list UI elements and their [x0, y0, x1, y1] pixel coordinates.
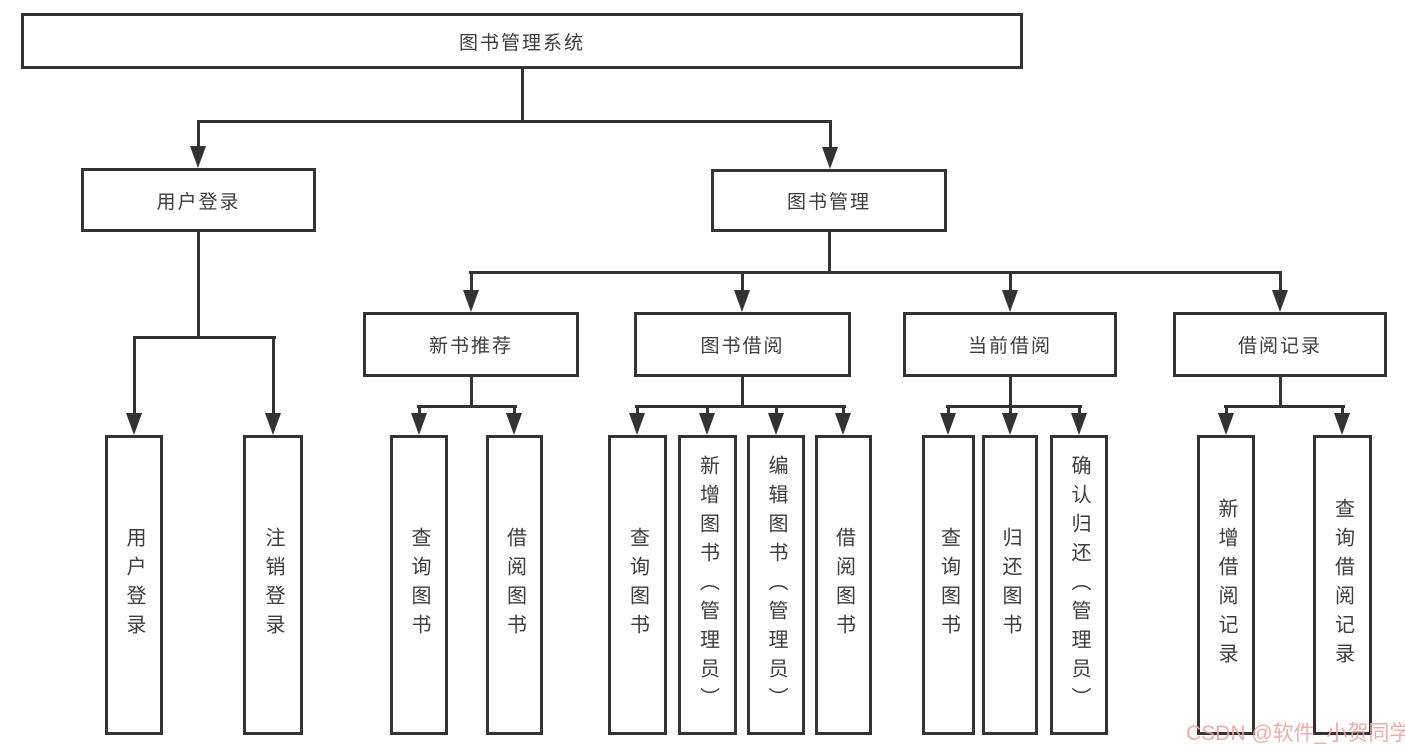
arrow-down-icon [940, 413, 956, 435]
arrow-down-icon [1218, 413, 1234, 435]
node-leaf-newbook-query: 查询图书 [390, 435, 448, 735]
node-leaf-current-return-label: 归还图书 [999, 527, 1021, 643]
watermark: CSDN @软件_小贺同学 [1186, 722, 1405, 745]
connector-line [842, 405, 845, 415]
connector-line [636, 405, 639, 415]
connector-line [946, 405, 1082, 408]
node-leaf-newbook-borrow: 借阅图书 [486, 435, 543, 735]
connector-line [1009, 405, 1012, 415]
connector-line [417, 405, 517, 408]
node-leaf-user-login-label: 用户登录 [123, 527, 145, 643]
node-leaf-logout-label: 注销登录 [262, 527, 284, 643]
node-leaf-borrow-query: 查询图书 [608, 435, 667, 735]
node-book-mgmt: 图书管理 [711, 169, 947, 232]
node-leaf-borrow-edit-label: 编辑图书（管理员） [765, 454, 787, 716]
node-leaf-newbook-query-label: 查询图书 [408, 527, 430, 643]
connector-line [513, 405, 516, 415]
connector-line [635, 405, 846, 408]
node-section-book-borrow-label: 图书借阅 [700, 336, 785, 357]
node-section-current-borrow-label: 当前借阅 [967, 336, 1052, 357]
arrow-down-icon [1071, 413, 1087, 435]
node-leaf-borrow-add: 新增图书（管理员） [678, 435, 737, 735]
node-user-login: 用户登录 [81, 168, 316, 232]
connector-line [741, 271, 744, 292]
node-section-new-book-label: 新书推荐 [428, 336, 513, 357]
connector-line [1009, 271, 1012, 292]
node-leaf-logout: 注销登录 [243, 435, 303, 735]
connector-line [741, 376, 744, 407]
node-user-login-label: 用户登录 [156, 191, 241, 213]
node-leaf-borrow-add-label: 新增图书（管理员） [696, 454, 719, 716]
connector-line [521, 69, 524, 122]
connector-line [775, 405, 778, 415]
node-leaf-user-login: 用户登录 [105, 435, 163, 735]
node-leaf-borrow-edit: 编辑图书（管理员） [747, 435, 805, 735]
node-leaf-current-return: 归还图书 [982, 435, 1038, 735]
arrow-down-icon [190, 146, 206, 168]
node-leaf-record-query-label: 查询借阅记录 [1331, 498, 1354, 672]
node-root-label: 图书管理系统 [458, 32, 585, 54]
arrow-down-icon [265, 413, 281, 435]
node-leaf-newbook-borrow-label: 借阅图书 [503, 527, 526, 643]
arrow-down-icon [768, 413, 784, 435]
connector-line [1224, 405, 1345, 408]
connector-line [197, 120, 200, 148]
connector-line [706, 405, 709, 415]
connector-line [133, 336, 276, 339]
arrow-down-icon [411, 413, 427, 435]
node-leaf-current-query-label: 查询图书 [937, 527, 960, 643]
connector-line [197, 230, 200, 336]
arrow-down-icon [699, 413, 715, 435]
connector-line [947, 405, 950, 415]
arrow-down-icon [463, 290, 479, 312]
arrow-down-icon [506, 413, 522, 435]
node-section-current-borrow: 当前借阅 [903, 312, 1117, 377]
arrow-down-icon [126, 413, 142, 435]
node-leaf-borrow-borrow-label: 借阅图书 [832, 527, 855, 643]
arrow-down-icon [629, 413, 645, 435]
connector-line [1279, 376, 1282, 407]
node-leaf-record-add: 新增借阅记录 [1197, 435, 1255, 735]
connector-line [272, 336, 275, 414]
connector-line [1009, 376, 1012, 407]
connector-line [133, 336, 136, 414]
connector-line [828, 230, 831, 273]
connector-line [469, 271, 1282, 274]
node-leaf-record-add-label: 新增借阅记录 [1215, 498, 1237, 672]
node-leaf-record-query: 查询借阅记录 [1313, 435, 1372, 735]
connector-line [1078, 405, 1081, 415]
connector-line [829, 120, 832, 148]
node-root: 图书管理系统 [21, 13, 1023, 69]
connector-line [197, 120, 832, 123]
node-section-book-borrow: 图书借阅 [634, 312, 851, 377]
arrow-down-icon [1002, 290, 1018, 312]
arrow-down-icon [835, 413, 851, 435]
node-section-borrow-record-label: 借阅记录 [1237, 336, 1322, 357]
node-section-new-book: 新书推荐 [363, 312, 579, 377]
node-book-mgmt-label: 图书管理 [786, 192, 871, 213]
node-leaf-current-query: 查询图书 [922, 435, 975, 735]
node-leaf-borrow-borrow: 借阅图书 [815, 435, 872, 735]
arrow-down-icon [1002, 413, 1018, 435]
connector-line [470, 376, 473, 407]
connector-line [1225, 405, 1228, 415]
connector-line [1341, 405, 1344, 415]
connector-line [418, 405, 421, 415]
connector-line [470, 271, 473, 292]
arrow-down-icon [1272, 290, 1288, 312]
arrow-down-icon [822, 147, 838, 169]
connector-line [1279, 271, 1282, 292]
arrow-down-icon [1334, 413, 1350, 435]
node-leaf-current-confirm-label: 确认归还（管理员） [1068, 454, 1090, 716]
arrow-down-icon [734, 290, 750, 312]
node-section-borrow-record: 借阅记录 [1173, 312, 1387, 377]
node-leaf-borrow-query-label: 查询图书 [626, 527, 649, 643]
node-leaf-current-confirm: 确认归还（管理员） [1050, 435, 1108, 735]
